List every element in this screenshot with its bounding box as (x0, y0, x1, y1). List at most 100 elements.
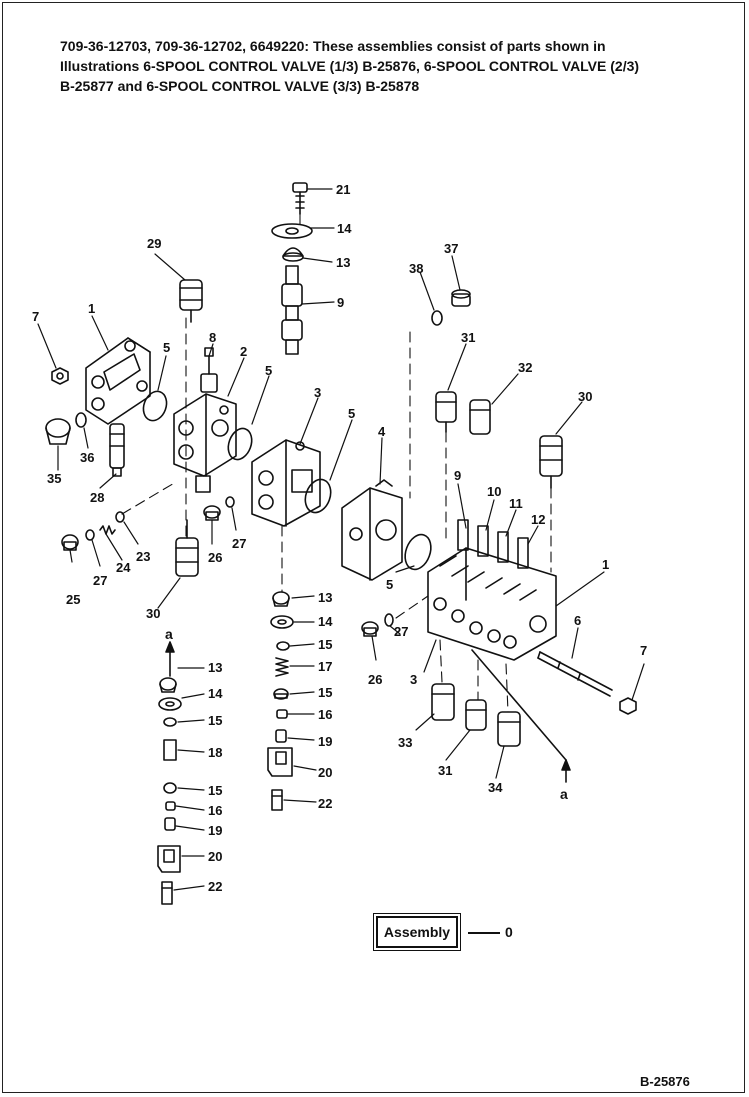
callout-31-upper: 31 (461, 330, 475, 345)
stack-14 (270, 615, 294, 629)
callout-33: 33 (398, 735, 412, 750)
callout-a-left: a (165, 626, 173, 642)
heading-line-1: 709-36-12703, 709-36-12702, 6649220: The… (60, 38, 606, 54)
callout-lstack-13: 13 (208, 660, 222, 675)
assembly-button[interactable]: Assembly (373, 913, 461, 951)
part-32-valve (469, 399, 491, 435)
callout-23: 23 (136, 549, 150, 564)
callout-1: 1 (88, 301, 95, 316)
callout-7-right: 7 (640, 643, 647, 658)
stack-19 (275, 729, 287, 743)
callout-5a: 5 (163, 340, 170, 355)
callout-26-right: 26 (368, 672, 382, 687)
part-27-oring-b (225, 496, 235, 508)
heading-line-2: Illustrations 6-SPOOL CONTROL VALVE (1/3… (60, 58, 640, 74)
part-6-tie-bolt (537, 651, 613, 697)
part-21-bolt (292, 182, 308, 215)
callout-25: 25 (66, 592, 80, 607)
part-7-nut-left (51, 367, 69, 385)
callout-24: 24 (116, 560, 131, 575)
part-29-valve (179, 279, 203, 323)
part-30-valve-right (539, 435, 563, 489)
part-26-plug-b (361, 621, 379, 637)
callout-9: 9 (337, 295, 344, 310)
callout-stack-22: 22 (318, 796, 332, 811)
part-27-oring-c (384, 613, 394, 627)
callout-34: 34 (488, 780, 503, 795)
part-7-nut-right (619, 697, 637, 715)
callout-stack-14: 14 (318, 614, 333, 629)
part-37-plug (451, 289, 471, 307)
callout-lstack-22: 22 (208, 879, 222, 894)
stack-13 (272, 591, 290, 607)
stack-16 (276, 709, 288, 719)
callout-37: 37 (444, 241, 458, 256)
callout-29: 29 (147, 236, 161, 251)
callout-30-right: 30 (578, 389, 592, 404)
callout-9-stack: 9 (454, 468, 461, 483)
lstack-18 (163, 739, 177, 761)
assembly-number: 0 (505, 924, 513, 940)
callout-32: 32 (518, 360, 532, 375)
part-24-spring (99, 525, 116, 535)
part-36-oring (75, 412, 87, 428)
callout-stack-15b: 15 (318, 685, 332, 700)
flow-arrow-right (471, 649, 571, 783)
callout-36: 36 (80, 450, 94, 465)
part-34-valve (497, 711, 521, 747)
heading-line-3: B-25877 and 6-SPOOL CONTROL VALVE (3/3) … (60, 78, 420, 94)
callout-31-lower: 31 (438, 763, 452, 778)
lstack-13 (159, 677, 177, 693)
part-1-end-cover (85, 337, 151, 425)
callout-14: 14 (337, 221, 352, 236)
valve-stack-assembly (427, 519, 557, 661)
lstack-16 (165, 801, 176, 811)
part-33-valve (431, 683, 455, 721)
callout-lstack-18: 18 (208, 745, 222, 760)
stack-17 (275, 657, 289, 677)
part-3-spool-section (251, 439, 321, 527)
part-9-spool (281, 265, 303, 355)
callout-lstack-20: 20 (208, 849, 222, 864)
part-5-oring-b (227, 427, 253, 461)
part-35-plug (45, 418, 71, 445)
callout-11: 11 (509, 496, 523, 511)
callout-5d: 5 (386, 577, 393, 592)
lstack-15b (163, 782, 177, 794)
callout-10: 10 (487, 484, 501, 499)
callout-stack-15a: 15 (318, 637, 332, 652)
callout-lstack-15a: 15 (208, 713, 222, 728)
stack-20 (267, 747, 293, 777)
flow-arrow-left (165, 641, 175, 677)
part-26-plug-a (203, 505, 221, 521)
callout-35: 35 (47, 471, 61, 486)
callout-5b: 5 (265, 363, 272, 378)
part-31-valve-upper (435, 391, 457, 433)
drawing-heading: 709-36-12703, 709-36-12702, 6649220: The… (60, 36, 700, 96)
callout-27-left: 27 (93, 573, 107, 588)
assembly-leader-line (468, 932, 500, 934)
part-5-oring-d (404, 533, 432, 571)
part-31-valve-lower (465, 699, 487, 731)
part-30-valve-left (175, 519, 199, 577)
part-5-oring-c (304, 478, 332, 514)
part-28-check (109, 423, 125, 477)
callout-3-stack: 3 (410, 672, 417, 687)
part-14-flange (271, 223, 313, 239)
callout-7: 7 (32, 309, 39, 324)
part-2-spool-section (173, 393, 237, 493)
part-4-end-cover (341, 479, 403, 581)
callout-30-left: 30 (146, 606, 160, 621)
callout-5c: 5 (348, 406, 355, 421)
part-5-oring-a (142, 390, 168, 422)
lstack-22 (161, 881, 173, 905)
callout-4: 4 (378, 424, 386, 439)
callout-lstack-16: 16 (208, 803, 222, 818)
callout-stack-16: 16 (318, 707, 332, 722)
callout-stack-19: 19 (318, 734, 332, 749)
callout-lstack-15b: 15 (208, 783, 222, 798)
callout-8: 8 (209, 330, 216, 345)
callout-stack-17: 17 (318, 659, 332, 674)
callout-stack-20: 20 (318, 765, 332, 780)
